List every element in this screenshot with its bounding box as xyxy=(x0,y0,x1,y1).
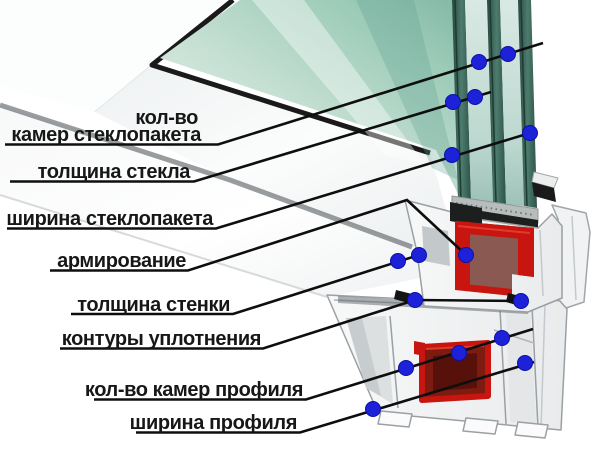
marker-dot xyxy=(522,125,538,141)
label-wall-thickness: толщина стенки xyxy=(77,294,230,316)
annotation-glass-thickness: толщина стекла xyxy=(10,89,492,183)
label-sealing-contours: контуры уплотнения xyxy=(62,328,261,350)
marker-dot xyxy=(451,345,467,361)
glass-tint-streak xyxy=(356,0,458,180)
outer-glazing-seal xyxy=(532,182,556,202)
sash-cross-section xyxy=(338,199,563,314)
marker-dot xyxy=(411,247,427,263)
marker-dot xyxy=(494,330,510,346)
sash-left-chamber xyxy=(422,226,450,266)
annotation-profile-chambers-count: кол-во камер профиля xyxy=(85,327,534,401)
leader-line-reinforcement xyxy=(50,198,467,272)
sash-frame-junction xyxy=(0,102,413,250)
leader-line-glass-thickness xyxy=(10,90,492,183)
marker-dot xyxy=(390,253,406,269)
pane-edge-line xyxy=(520,0,528,207)
annotation-profile-width: ширина профиля xyxy=(130,355,535,434)
marker-dot xyxy=(398,360,414,376)
chamber-divider xyxy=(389,315,399,409)
marker-dot xyxy=(471,54,487,70)
steel-c-foot xyxy=(455,283,512,296)
marker-dot xyxy=(500,46,516,62)
glass-surface xyxy=(160,0,460,198)
marker-dot xyxy=(407,292,423,308)
steel-reinforcement-upper xyxy=(455,221,534,296)
leader-line-profile-width xyxy=(136,360,535,434)
frame-left-chamber-shadow xyxy=(346,318,381,396)
label-profile-chambers-count: кол-во камер профиля xyxy=(85,379,303,401)
chamber-divider xyxy=(499,308,507,425)
marker-dot xyxy=(365,401,381,417)
label-glass-thickness: толщина стекла xyxy=(38,161,192,183)
marker-dot xyxy=(444,147,460,163)
annotation-glazing-unit-width: ширина стеклопакета xyxy=(6,125,538,230)
steel-c-right xyxy=(518,231,534,277)
marker-dot xyxy=(467,89,483,105)
frame-foot xyxy=(462,417,499,435)
spacer-perforation xyxy=(455,202,535,216)
label-reinforcement: армирование xyxy=(57,250,186,272)
marker-dot xyxy=(445,94,461,110)
right-wall-line xyxy=(540,303,546,429)
rebate-seal-wedge xyxy=(450,202,482,227)
flange-step-line xyxy=(571,215,577,301)
frame-foot xyxy=(377,410,413,428)
leader-line-glazing-unit-chambers-count xyxy=(5,41,544,146)
sash-right-wall-line xyxy=(539,229,544,297)
annotation-reinforcement: армирование xyxy=(50,198,474,272)
label-profile-width: ширина профиля xyxy=(130,412,297,434)
steel-highlight xyxy=(457,225,531,234)
pane-edge-line xyxy=(489,0,497,203)
annotation-sealing-contours: контуры уплотнения xyxy=(60,292,529,350)
sash-corner-face xyxy=(0,0,233,112)
marker-dot xyxy=(513,293,529,309)
leader-line-sealing-contours xyxy=(60,298,522,350)
leader-line-wall-thickness xyxy=(71,253,420,316)
label-glazing-unit-chambers-count: камер стеклопакета xyxy=(11,124,202,146)
marker-dot xyxy=(458,247,474,263)
label-glazing-unit-width: ширина стеклопакета xyxy=(6,208,214,230)
marker-dot xyxy=(517,355,533,371)
frame-silhouette-edge xyxy=(0,194,328,298)
glass-reflection xyxy=(252,0,424,163)
steel-reinforcement-lower xyxy=(414,340,491,403)
leader-line-glazing-unit-width xyxy=(7,131,531,230)
frame-face xyxy=(0,105,470,297)
label-glazing-unit-chambers-count: кол-во xyxy=(135,107,198,129)
frame-foot xyxy=(514,421,549,439)
glazing-seal-line xyxy=(149,0,431,156)
chamber-divider xyxy=(531,305,539,429)
annotation-wall-thickness: толщина стенки xyxy=(71,247,427,316)
